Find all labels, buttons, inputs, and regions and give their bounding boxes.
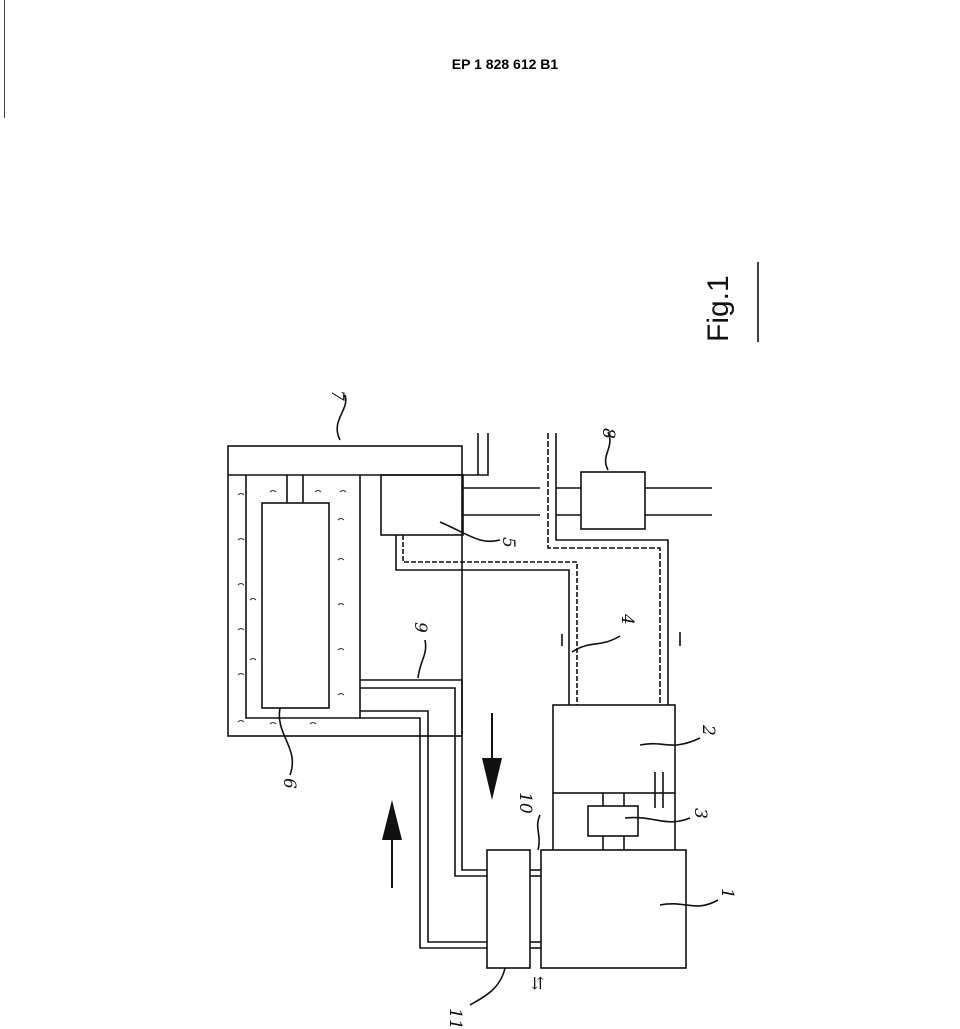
scan-edge-line [4,0,5,118]
component-8 [580,471,646,530]
label-4: 4 [617,613,637,625]
label-7: 7 [327,390,347,401]
label-8: 8 [598,428,618,439]
bidirectional-symbol: ⇆ [527,976,547,990]
component-11 [486,849,531,969]
label-6: 6 [279,778,299,789]
component-3 [587,805,639,837]
tank-7 [227,445,463,737]
label-1: 1 [717,888,737,899]
label-10: 10 [515,792,535,814]
reference-labels: 7 8 5 4 9 2 6 10 3 1 11 ⇆ [279,390,737,1029]
label-5: 5 [498,537,518,548]
figure-caption: Fig.1 [702,262,759,342]
patent-number: EP 1 828 612 B1 [451,56,559,72]
component-5 [380,474,464,536]
flow-arrows [382,713,502,888]
label-3: 3 [690,808,710,819]
fig-label: Fig.1 [702,275,735,342]
pipe-marks [561,632,681,646]
label-11: 11 [445,1008,465,1029]
component-2 [552,704,676,794]
fluid-marks [237,490,347,725]
component-6 [261,502,330,709]
label-2: 2 [698,724,718,736]
component-1 [540,849,687,969]
label-9: 9 [410,622,430,633]
